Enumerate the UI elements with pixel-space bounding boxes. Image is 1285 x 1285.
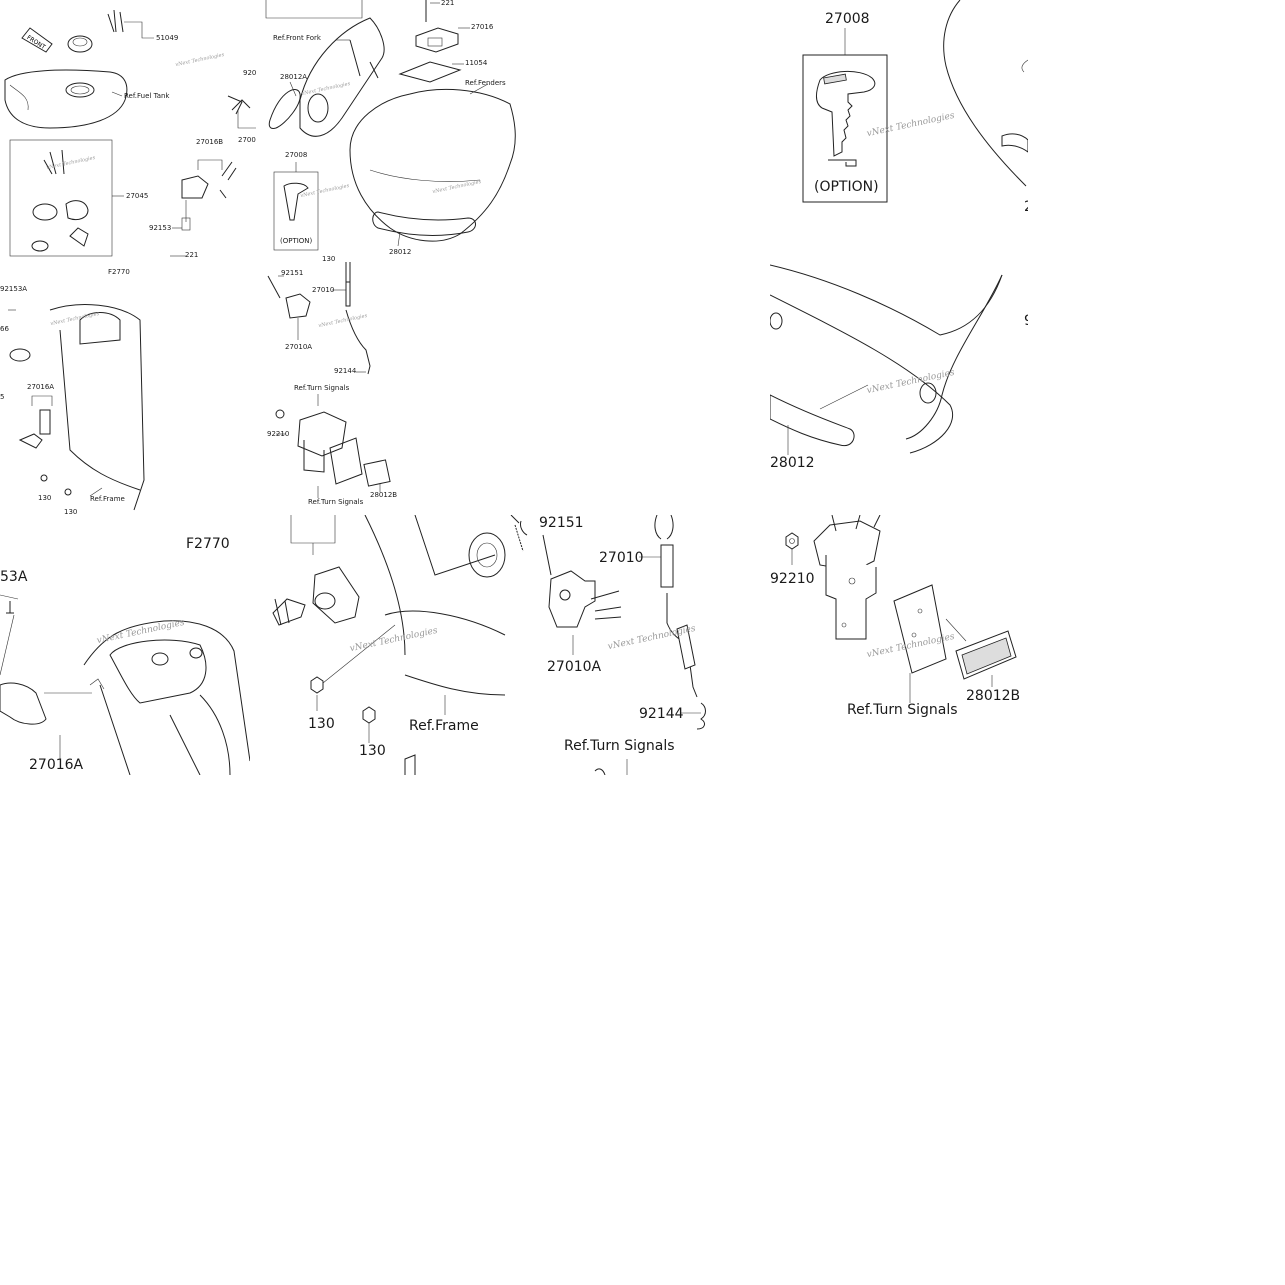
label-130-b: 130 [64, 508, 78, 516]
label-ref-fuel-tank: Ref.Fuel Tank [124, 92, 170, 100]
label-28012B: 28012B [370, 491, 398, 499]
label-51049: 51049 [156, 34, 179, 42]
label-5: 5 [0, 393, 5, 401]
zoom-fender-panel: 28012 9 vNext Technologies [770, 255, 1028, 475]
zoom-frame-center-panel: 130 130 Ref.Frame vNext Technologies [265, 515, 507, 775]
label-28012: 28012 [389, 248, 412, 256]
label-2700: 2700 [238, 136, 256, 144]
cut-label-2: 2 [1024, 200, 1028, 214]
fender-part-number: 28012 [770, 455, 815, 471]
overview-drawing: FRONT [4, 0, 516, 511]
zoom-frame-left-panel: 53A F2770 27016A vNext Technologies [0, 515, 250, 775]
label-ref-turn-signals-bottom: Ref.Turn Signals [308, 498, 364, 506]
label-ref-frame: Ref.Frame [90, 495, 125, 503]
figure-code: F2770 [186, 536, 230, 552]
switch-drawing [510, 515, 706, 775]
label-92153A: 92153A [0, 285, 28, 293]
label-option: (OPTION) [280, 237, 313, 245]
ref-turn-signals-label: Ref.Turn Signals [564, 738, 675, 754]
label-f2770-thumb: F2770 [108, 268, 130, 276]
bolt-130-b: 130 [359, 743, 386, 759]
reflector-part-number: 28012B [966, 688, 1021, 704]
label-11054: 11054 [465, 59, 488, 67]
label-92153: 92153 [149, 224, 172, 232]
label-130-a: 130 [38, 494, 52, 502]
overview-diagram: FRONT [0, 0, 520, 515]
label-92210: 92210 [267, 430, 290, 438]
label-27010: 27010 [312, 286, 335, 294]
label-27016A: 27016A [27, 383, 55, 391]
ref-turn-signals-label: Ref.Turn Signals [847, 702, 958, 718]
zoom-key-panel: 27008 (OPTION) 2 vNext Technologies [770, 0, 1028, 255]
switch-part-number: 27010A [547, 659, 602, 675]
label-92151: 92151 [281, 269, 304, 277]
zoom-turn-signal-panel: 92210 28012B Ref.Turn Signals vNext Tech… [770, 515, 1028, 720]
cut-label-9: 9 [1024, 314, 1028, 328]
nut-icon [785, 532, 799, 550]
fender-shape [349, 88, 516, 242]
label-28012A: 28012A [280, 73, 308, 81]
key-part-number: 27008 [825, 11, 870, 27]
frame-center-drawing [272, 515, 506, 775]
spring2-part-number: 92144 [639, 706, 684, 722]
fender-drawing [770, 264, 1003, 455]
label-27016B: 27016B [196, 138, 224, 146]
ref-frame-label: Ref.Frame [409, 718, 479, 734]
label-221-top: 221 [441, 0, 455, 7]
key-drawing [802, 0, 1028, 203]
label-221-bottom: 221 [185, 251, 199, 259]
bolt-130-a: 130 [308, 716, 335, 732]
zoom-switch-panel: 92151 27010 27010A 92144 Ref.Turn Signal… [507, 515, 727, 775]
bolt-icon [362, 706, 376, 724]
key-icon [815, 71, 876, 157]
label-27010A: 27010A [285, 343, 313, 351]
spring-part-number: 92151 [539, 515, 584, 531]
reflector-icon [955, 630, 1017, 680]
label-ref-front-fork: Ref.Front Fork [273, 34, 321, 42]
label-66: 66 [0, 325, 9, 333]
label-92144: 92144 [334, 367, 357, 375]
frame-left-drawing [0, 594, 250, 775]
bolt-icon [310, 676, 324, 694]
label-130-top: 130 [322, 255, 336, 263]
bolt-part-number: 53A [0, 569, 28, 585]
front-arrow-icon: FRONT [21, 27, 53, 53]
sensor-part-number: 27010 [599, 550, 644, 566]
label-27045: 27045 [126, 192, 149, 200]
nut-part-number: 92210 [770, 571, 815, 587]
label-920: 920 [243, 69, 257, 77]
label-27008: 27008 [285, 151, 308, 159]
label-27016: 27016 [471, 23, 494, 31]
key-option-label: (OPTION) [814, 179, 879, 195]
turn-signal-drawing [785, 515, 1017, 703]
switch-part-number: 27016A [29, 757, 84, 773]
fuel-tank-shape [4, 69, 128, 129]
label-ref-fenders: Ref.Fenders [465, 79, 506, 87]
label-ref-turn-signals-top: Ref.Turn Signals [294, 384, 350, 392]
